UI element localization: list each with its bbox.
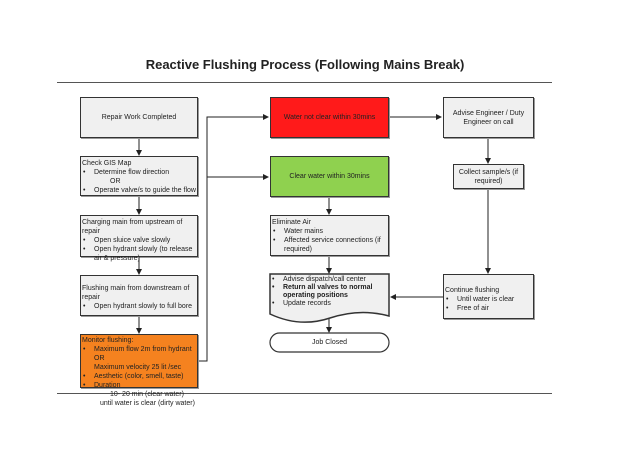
step-label: Water not clear within 30mins (283, 114, 376, 121)
job-closed: Job Closed (270, 333, 389, 352)
list-item-cont: Maximum velocity 25 lit /sec (94, 364, 182, 371)
list-item: Open hydrant slowly to full bore (83, 302, 196, 311)
list-item: Return all valves to normal operating po… (272, 284, 388, 300)
decision-clear: Clear water within 30mins (270, 156, 389, 197)
top-divider (57, 82, 552, 83)
list-item: Operate valve/s to guide the flow (83, 186, 196, 195)
list-item: Free of air (446, 304, 532, 313)
step-heading: Eliminate Air (272, 219, 311, 226)
list-item: Update records (272, 300, 388, 308)
list-item: Maximum flow 2m from hydrant OR (83, 345, 196, 363)
decision-not-clear: Water not clear within 30mins (270, 97, 389, 138)
step-label: Repair Work Completed (101, 114, 177, 121)
list-item: Duration (83, 381, 196, 390)
step-advise-engineer: Advise Engineer / Duty Engineer on call (443, 97, 534, 138)
connector-monitor-branch (198, 114, 269, 362)
step-heading: Monitor flushing: (82, 337, 134, 344)
terminator-shape (269, 332, 390, 353)
step-heading: Flushing main from downstream of repair (82, 285, 190, 301)
step-repair-completed: Repair Work Completed (80, 97, 198, 138)
step-monitor-flushing: Monitor flushing: Maximum flow 2m from h… (80, 334, 198, 407)
step-heading: Check GIS Map (82, 160, 132, 167)
or-label: OR (110, 178, 121, 185)
step-continue-flushing: Continue flushing Until water is clearFr… (443, 274, 534, 319)
list-item: Water mains (273, 227, 387, 236)
list-item: Affected service connections (if require… (273, 236, 387, 254)
list-item: Advise dispatch/call center (272, 276, 388, 284)
step-advise-dispatch: Advise dispatch/call centerReturn all va… (271, 276, 388, 308)
step-heading: Charging main from upstream of repair (82, 219, 183, 235)
step-check-gis: Check GIS Map Determine flow direction O… (80, 156, 198, 196)
page-title: Reactive Flushing Process (Following Mai… (145, 57, 465, 72)
step-collect-sample: Collect sample/s (if required) (453, 164, 524, 189)
step-charging: Charging main from upstream of repair Op… (80, 215, 198, 262)
step-label: Job Closed (311, 339, 348, 346)
list-item: Determine flow direction (83, 168, 196, 177)
step-eliminate-air: Eliminate Air Water mainsAffected servic… (270, 215, 389, 256)
step-label: Advise Engineer / Duty Engineer on call (452, 109, 525, 126)
step-heading: Continue flushing (445, 287, 500, 294)
bottom-divider (57, 393, 552, 394)
duration-clear: 10- 20 min (clear water) (110, 391, 184, 398)
step-label: Collect sample/s (if required) (458, 168, 519, 185)
step-flushing: Flushing main from downstream of repair … (80, 275, 198, 316)
step-label: Clear water within 30mins (289, 173, 370, 180)
list-item: Open hydrant slowly (to release air & pr… (83, 245, 196, 263)
duration-dirty: until water is clear (dirty water) (100, 400, 195, 407)
list-item: Until water is clear (446, 295, 532, 304)
list-item: Open sluice valve slowly (83, 236, 196, 245)
list-item: Aesthetic (color, smell, taste) (83, 372, 196, 381)
